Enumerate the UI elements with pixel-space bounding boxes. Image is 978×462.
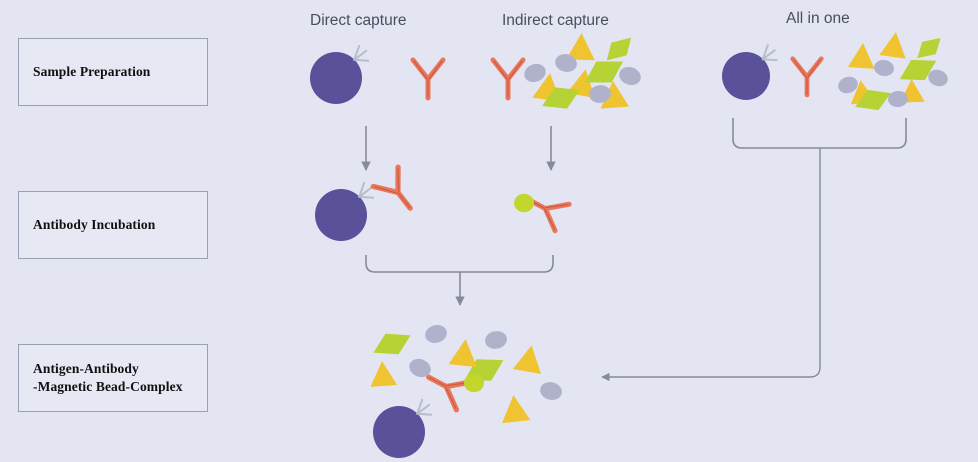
antibody-arm-right-detail [544,208,556,230]
antigen-triangle-antigens-all-in-one-prep-2 [879,32,906,59]
antigen-ellipse-antigens-final-complex-8 [485,331,507,349]
bead-linker-icon-1 [416,412,433,416]
bead-linker-icon-0 [358,186,373,198]
connector-all-in-one-to-complex [601,148,821,382]
stage-label-sample-preparation: Sample Preparation [33,64,151,80]
antibody-antibody-indirect-prep [490,57,526,101]
antigen-rhombus-antigens-all-in-one-prep-5 [855,89,891,111]
bead-linker-icon-1 [761,58,778,62]
bead-linker-icon-0 [761,49,776,61]
antigen-ellipse-antigens-all-in-one-prep-8 [874,59,894,77]
antigen-ellipse-antigens-indirect-prep-9 [589,85,611,103]
bead-linker-icon-1 [358,195,375,199]
bound-antigen-final-complex [464,373,484,393]
antigen-ellipse-antigens-final-complex-6 [425,325,447,343]
column-header-all-in-one: All in one [786,10,850,27]
column-header-indirect-capture: Indirect capture [502,12,609,29]
antigen-rhombus-antigens-indirect-prep-4 [584,61,624,83]
stage-label-antibody-incubation: Antibody Incubation [33,217,156,233]
antigen-rhombus-antigens-all-in-one-prep-4 [899,59,937,81]
magnetic-bead-bead-direct-prep [310,44,370,104]
antibody-arm-left-detail [413,60,428,80]
bound-antigen-indirect-incubation [514,193,534,213]
antibody-antibody-all-in-one-prep [790,56,824,98]
bead-linker-icon-0 [353,49,368,61]
stage-label-antigen-antibody-magnetic-bead-complex: Antigen-Antibody -Magnetic Bead-Complex [33,361,183,394]
stage-box-antibody-incubation: Antibody Incubation [18,191,208,259]
antigen-rhombus-antigens-all-in-one-prep-6 [917,37,941,59]
antigen-triangle-antigens-indirect-prep-3 [600,81,630,109]
bead-linker-icon-1 [353,58,370,62]
antibody-arm-right-detail [397,167,400,193]
antigen-ellipse-antigens-final-complex-7 [409,358,431,378]
antigen-triangle-antigens-indirect-prep-1 [566,33,595,61]
antigen-triangle-antigens-final-complex-2 [370,361,398,387]
magnetic-beads-group [310,44,778,458]
bound-antigens-group [464,193,534,393]
magnetic-bead-bead-final-complex [373,398,433,458]
magnetic-bead-icon [310,52,362,104]
antigen-cluster-antigens-all-in-one-prep [838,32,948,111]
bead-linker-icon-2 [761,44,769,61]
antibody-antibody-direct-prep [410,57,446,101]
antigen-triangle-antigens-final-complex-4 [512,345,542,374]
connector-merge-bracket-to-complex-bracket [365,255,554,273]
column-header-direct-capture: Direct capture [310,12,407,29]
antibody-stem-detail [428,377,446,387]
antibody-arm-left-detail [493,60,508,80]
antigen-rhombus-antigens-final-complex-0 [373,333,411,355]
stage-box-antigen-antibody-magnetic-bead-complex: Antigen-Antibody -Magnetic Bead-Complex [18,344,208,412]
antibody-arm-left-detail [793,59,807,78]
magnetic-bead-icon [722,52,770,100]
antibody-arm-right-detail [807,59,821,78]
antibody-arm-left-detail [374,186,398,194]
antigen-triangle-antigens-final-complex-5 [502,395,531,424]
antibody-antibody-direct-incubation [370,164,413,211]
connectors-group [361,118,907,382]
antibody-arm-right-detail [445,386,457,409]
antibody-stem-detail [398,192,411,208]
bead-linker-icon-2 [353,44,361,61]
antigen-ellipse-antigens-all-in-one-prep-9 [888,90,908,108]
antigen-ellipse-antigens-all-in-one-prep-10 [928,69,948,87]
antigen-cluster-antigens-indirect-prep [524,33,641,109]
magnetic-bead-icon [315,189,367,241]
connector-all-in-one-bracket [732,118,907,149]
antigen-ellipse-antigens-indirect-prep-8 [555,54,577,72]
bead-linker-icon-2 [358,181,366,198]
antibodies-group [370,56,824,413]
antigen-ellipse-antigens-all-in-one-prep-7 [838,76,858,94]
antigen-triangle-antigens-final-complex-3 [448,339,477,368]
bead-linker-icon-2 [416,398,424,415]
bead-linker-icon-0 [416,403,431,415]
antigen-rhombus-antigens-indirect-prep-6 [606,37,632,61]
antigens-group [370,32,948,424]
antigen-ellipse-antigens-indirect-prep-7 [524,63,546,83]
antigen-ellipse-antigens-final-complex-9 [540,382,562,400]
magnetic-bead-bead-direct-incubation [315,181,375,241]
antibody-arm-left-detail [545,204,569,209]
magnetic-bead-icon [373,406,425,458]
magnetic-bead-bead-all-in-one-prep [722,44,778,100]
antibody-arm-right-detail [508,60,523,80]
antigen-ellipse-antigens-indirect-prep-10 [619,66,641,86]
antigen-triangle-antigens-all-in-one-prep-0 [847,43,875,69]
antigen-rhombus-antigens-indirect-prep-5 [542,87,580,109]
antibody-arm-right-detail [428,60,443,80]
stage-box-sample-preparation: Sample Preparation [18,38,208,106]
